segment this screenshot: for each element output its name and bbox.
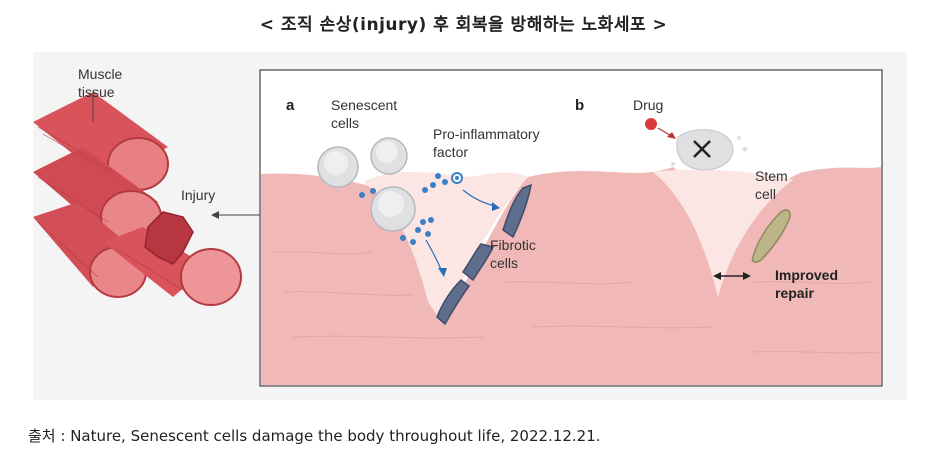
stem-cell-label-line1: Stem (755, 168, 788, 184)
page-title: < 조직 손상(injury) 후 회복을 방해하는 노화세포 > (259, 15, 668, 35)
muscle-label-line1: Muscle (78, 66, 123, 82)
pro-inflammatory-dots (359, 173, 448, 245)
drug-icon (645, 118, 657, 130)
panel-b-letter: b (575, 97, 584, 114)
improved-repair-line2: repair (775, 285, 814, 301)
panel-b: b Drug Stem cell Improved repair (575, 97, 838, 301)
figure-svg: Muscle tissue Injury a Senescent cells (33, 66, 883, 387)
fibrotic-label-line2: cells (490, 255, 518, 271)
fibrotic-label-line1: Fibrotic (490, 237, 536, 253)
senescent-cells (317, 137, 416, 232)
source-citation: 출처 : Nature, Senescent cells damage the … (28, 427, 601, 445)
fibrotic-cells (436, 183, 532, 326)
panel-box (259, 69, 883, 387)
stem-cell (751, 209, 791, 263)
drug-label: Drug (633, 97, 663, 113)
injury-label: Injury (181, 187, 215, 203)
destroyed-senescent-cell (671, 129, 748, 171)
stem-cell-label-line2: cell (755, 186, 776, 202)
panel-a-letter: a (286, 97, 295, 114)
muscle-label-line2: tissue (78, 84, 115, 100)
senescent-label-line2: cells (331, 115, 359, 131)
figure-illustration: Muscle tissue Injury a Senescent cells (33, 52, 907, 400)
senescent-label-line1: Senescent (331, 97, 397, 113)
proinflammatory-label-line2: factor (433, 144, 468, 160)
improved-repair-line1: Improved (775, 267, 838, 283)
panel-a: a Senescent cells Pro-inflammatory facto… (286, 97, 540, 326)
proinflammatory-label-line1: Pro-inflammatory (433, 126, 540, 142)
muscle-tissue-illustration: Muscle tissue Injury (33, 66, 260, 306)
